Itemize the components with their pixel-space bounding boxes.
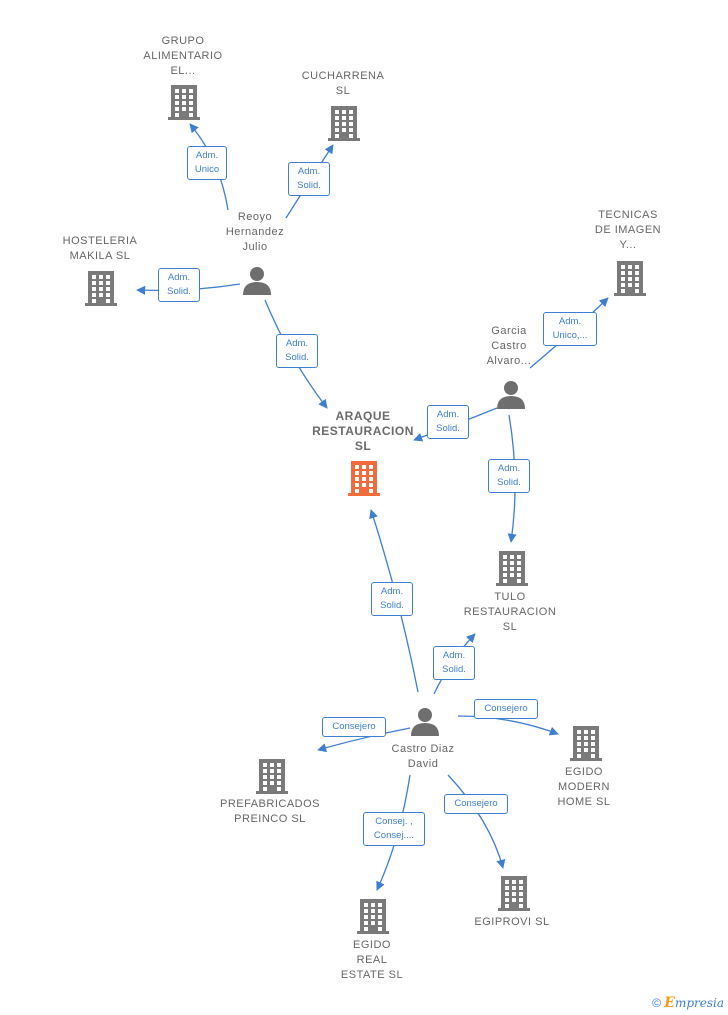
edge-label-castro-egiprovi[interactable]: Consejero [444,794,508,814]
building-icon[interactable] [496,551,528,586]
edge-label-castro-egido_modern[interactable]: Consejero [474,699,538,719]
building-icon[interactable] [614,261,646,296]
edge-label-garcia-tecnicas[interactable]: Adm. Unico,... [543,312,597,346]
building-icon[interactable] [168,85,200,120]
edge-label-reoyo-hosteleria[interactable]: Adm. Solid. [158,268,200,302]
node-label-cucharrena[interactable]: CUCHARRENA SL [301,70,385,97]
building-icon[interactable] [348,461,380,496]
person-icon[interactable] [497,381,525,409]
edge-label-reoyo-araque[interactable]: Adm. Solid. [276,334,318,368]
node-label-egido_modern[interactable]: EGIDO MODERN HOME SL [557,765,611,808]
empresia-logo: © Empresia [652,995,724,1011]
node-label-reoyo[interactable]: Reoyo Hernandez Julio [225,210,285,253]
edge-label-castro-tulo[interactable]: Adm. Solid. [433,646,475,680]
building-icon[interactable] [328,106,360,141]
edge-castro-egiprovi [447,774,506,869]
edge-label-reoyo-grupo[interactable]: Adm. Unico [187,146,227,180]
node-label-hosteleria[interactable]: HOSTELERIA MAKILA SL [62,235,138,262]
edge-label-castro-egido_real[interactable]: Consej. , Consej.... [363,812,425,846]
node-label-castro[interactable]: Castro Diaz David [391,743,455,770]
copyright-symbol: © [652,996,661,1010]
node-label-egido_real[interactable]: EGIDO REAL ESTATE SL [340,938,404,981]
edge-castro-egido_modern [457,715,559,736]
person-icon[interactable] [411,708,439,736]
person-icon[interactable] [243,267,271,295]
edge-castro-prefabricados [317,727,411,753]
edge-label-garcia-araque[interactable]: Adm. Solid. [427,405,469,439]
node-label-egiprovi[interactable]: EGIPROVI SL [474,915,550,928]
node-label-grupo[interactable]: GRUPO ALIMENTARIO EL... [143,34,223,77]
building-icon[interactable] [256,759,288,794]
edge-label-castro-araque[interactable]: Adm. Solid. [371,582,413,616]
edge-label-reoyo-cucharrena[interactable]: Adm. Solid. [288,162,330,196]
node-label-tecnicas[interactable]: TECNICAS DE IMAGEN Y... [594,208,662,251]
brand-rest: mpresia [674,996,724,1010]
node-label-prefabricados[interactable]: PREFABRICADOS PREINCO SL [219,798,321,825]
edge-label-castro-prefabricados[interactable]: Consejero [322,717,386,737]
node-label-araque[interactable]: ARAQUE RESTAURACION SL [312,408,414,453]
brand-initial: E [664,995,675,1011]
building-icon[interactable] [85,271,117,306]
building-icon[interactable] [498,876,530,911]
node-label-garcia[interactable]: Garcia Castro Alvaro... [486,324,532,367]
building-icon[interactable] [570,726,602,761]
edge-label-garcia-tulo[interactable]: Adm. Solid. [488,459,530,493]
node-label-tulo[interactable]: TULO RESTAURACION SL [463,590,557,633]
building-icon[interactable] [357,899,389,934]
